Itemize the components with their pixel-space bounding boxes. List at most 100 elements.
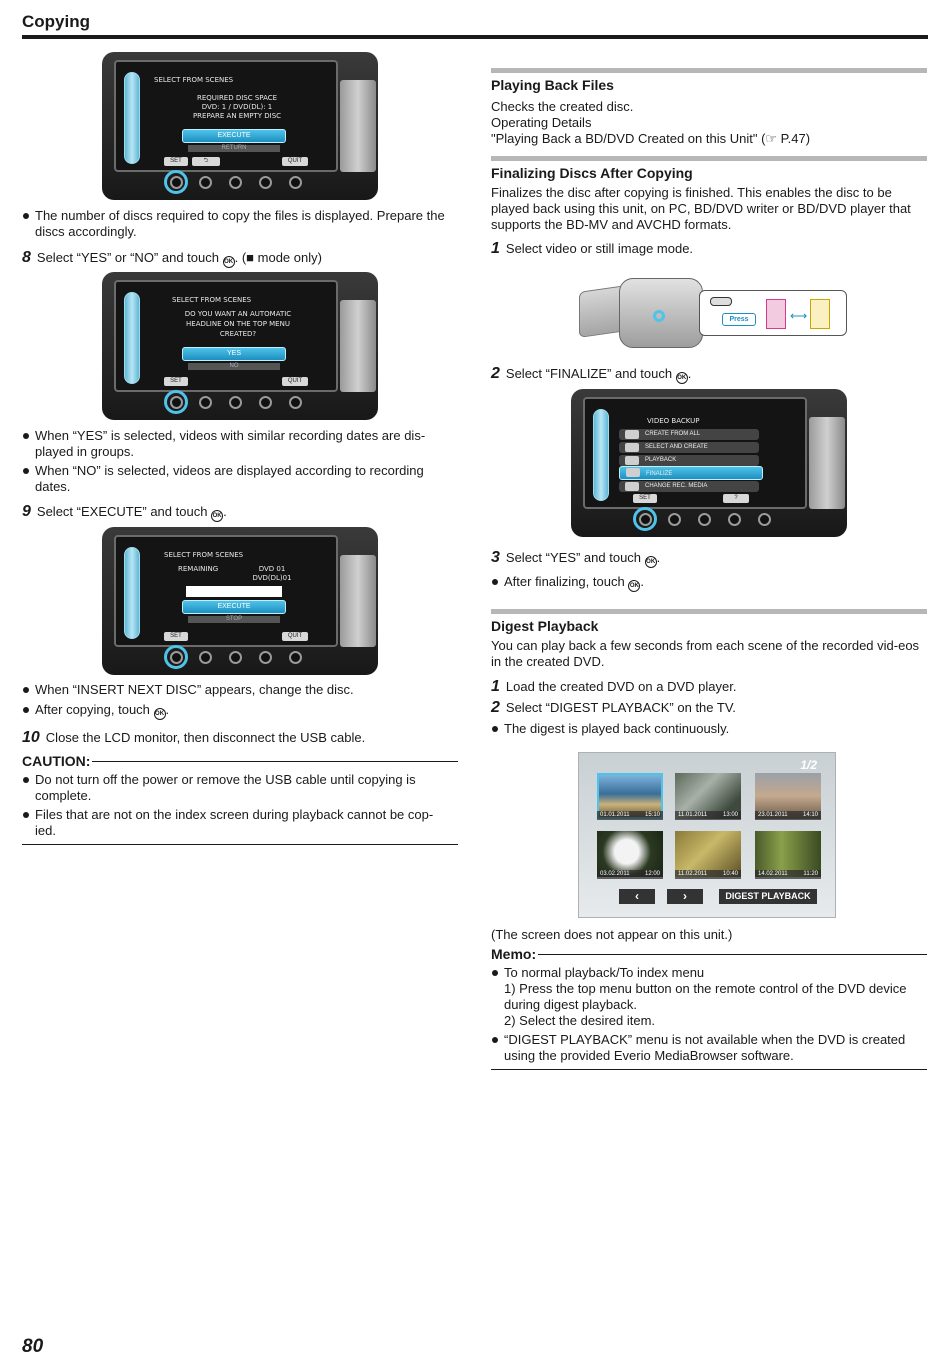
ok-button[interactable] xyxy=(170,176,183,189)
camera-mode-illustration: Press ⟷ xyxy=(571,274,847,356)
scroll-bar xyxy=(124,72,140,164)
section-bar xyxy=(491,609,927,614)
digest-step-2: 2 Select “DIGEST PLAYBACK” on the TV. xyxy=(491,699,736,716)
quit-button[interactable]: QUIT xyxy=(282,632,308,641)
finalize-step-2: 2 Select “FINALIZE” and touch OK. xyxy=(491,365,692,384)
ok-button[interactable] xyxy=(170,396,183,409)
ok-button-highlight xyxy=(164,390,188,414)
touch-button[interactable] xyxy=(668,513,681,526)
finalize-step-1: 1 Select video or still image mode. xyxy=(491,240,694,257)
screen-title: SELECT FROM SCENES xyxy=(164,551,244,559)
bullet-after-finalizing: After finalizing, touch OK. xyxy=(491,574,927,592)
menu-button[interactable] xyxy=(289,651,302,664)
touch-button[interactable] xyxy=(199,396,212,409)
switch-arrow-icon: ⟷ xyxy=(790,309,808,323)
menu-button[interactable] xyxy=(758,513,771,526)
memo-heading: Memo: xyxy=(491,946,927,962)
touch-button[interactable] xyxy=(698,513,711,526)
execute-button[interactable]: EXECUTE xyxy=(182,600,286,614)
ok-button[interactable] xyxy=(639,513,652,526)
stop-button[interactable]: STOP xyxy=(188,616,280,623)
camera-screen-2: SELECT FROM SCENES DO YOU WANT AN AUTOMA… xyxy=(102,272,378,420)
caution-item: Files that are not on the index screen d… xyxy=(22,807,458,839)
disc-icon xyxy=(625,430,639,439)
touch-button[interactable] xyxy=(259,176,272,189)
touch-button[interactable] xyxy=(199,176,212,189)
disc-icon xyxy=(626,468,640,477)
set-button[interactable]: SET xyxy=(164,632,188,641)
ok-icon: OK xyxy=(211,510,224,522)
menu-button[interactable] xyxy=(289,176,302,189)
set-button[interactable]: SET xyxy=(164,377,188,386)
digest-caption: (The screen does not appear on this unit… xyxy=(491,927,733,942)
no-button[interactable]: NO xyxy=(188,363,280,370)
menu-item-change-rec-media[interactable]: CHANGE REC. MEDIA xyxy=(619,481,759,492)
menu-item-select-and-create[interactable]: SELECT AND CREATE xyxy=(619,442,759,453)
ok-icon: OK xyxy=(153,708,166,720)
next-page-button[interactable]: › xyxy=(667,889,703,904)
page-indicator: 1/2 xyxy=(800,758,817,772)
menu-item-create-from-all[interactable]: CREATE FROM ALL xyxy=(619,429,759,440)
previous-page-button[interactable]: ‹ xyxy=(619,889,655,904)
disc-icon xyxy=(625,456,639,465)
thumbnail-4[interactable] xyxy=(597,831,663,877)
touch-button[interactable] xyxy=(229,651,242,664)
touch-button[interactable] xyxy=(259,651,272,664)
menu-item-finalize[interactable]: FINALIZE xyxy=(619,466,763,480)
mode-button-highlight xyxy=(653,310,665,322)
set-button[interactable]: SET xyxy=(164,157,188,166)
bullet-yes: When “YES” is selected, videos with simi… xyxy=(22,428,438,460)
step-8: 8 Select “YES” or “NO” and touch OK. (■ … xyxy=(22,249,322,268)
help-button[interactable]: ? xyxy=(723,494,749,503)
link-playing-back-bd[interactable]: "Playing Back a BD/DVD Created on this U… xyxy=(491,131,811,146)
touch-button[interactable] xyxy=(229,396,242,409)
page-title: Copying xyxy=(22,12,90,31)
digest-playback-button[interactable]: DIGEST PLAYBACK xyxy=(719,889,817,904)
set-button[interactable]: SET xyxy=(633,494,657,503)
touch-button[interactable] xyxy=(259,396,272,409)
ok-button[interactable] xyxy=(170,651,183,664)
page-number: 80 xyxy=(22,1336,44,1357)
yes-button[interactable]: YES xyxy=(182,347,286,361)
camera-screen-finalize: VIDEO BACKUP CREATE FROM ALL SELECT AND … xyxy=(571,389,847,537)
menu-button[interactable] xyxy=(289,396,302,409)
quit-button[interactable]: QUIT xyxy=(282,157,308,166)
ok-button-highlight xyxy=(164,170,188,194)
menu-item-playback[interactable]: PLAYBACK xyxy=(619,455,759,466)
camera-screen-1: SELECT FROM SCENES REQUIRED DISC SPACE D… xyxy=(102,52,378,200)
touch-button[interactable] xyxy=(199,651,212,664)
memo-end-rule xyxy=(491,1069,927,1070)
header-rule xyxy=(22,35,928,39)
step-9: 9 Select “EXECUTE” and touch OK. xyxy=(22,503,227,522)
memo-item: To normal playback/To index menu 1) Pres… xyxy=(491,965,927,1029)
caution-end-rule xyxy=(22,844,458,845)
touch-button[interactable] xyxy=(229,176,242,189)
progress-bar xyxy=(186,586,282,597)
mode-callout: Press ⟷ xyxy=(699,290,847,336)
return-icon[interactable]: ⮌ xyxy=(192,157,220,166)
touch-button[interactable] xyxy=(728,513,741,526)
still-mode-icon xyxy=(810,299,830,329)
section-bar xyxy=(491,156,927,161)
thumbnail-6[interactable] xyxy=(755,831,821,877)
menu-header: VIDEO BACKUP xyxy=(647,417,700,425)
ok-icon: OK xyxy=(222,256,235,268)
bullet-after-copy: After copying, touch OK. xyxy=(22,702,458,720)
ok-icon: OK xyxy=(675,372,688,384)
scroll-bar xyxy=(124,547,140,639)
execute-button[interactable]: EXECUTE xyxy=(182,129,286,143)
thumbnail-5[interactable] xyxy=(675,831,741,877)
ok-icon: OK xyxy=(644,556,657,568)
caution-item: Do not turn off the power or remove the … xyxy=(22,772,458,804)
finalize-step-3: 3 Select “YES” and touch OK. xyxy=(491,549,661,568)
section-title-playing-back: Playing Back Files xyxy=(491,77,614,93)
section-bar xyxy=(491,68,927,73)
screen-title: SELECT FROM SCENES xyxy=(172,296,252,304)
ok-button-highlight xyxy=(633,507,657,531)
digest-step-1: 1 Load the created DVD on a DVD player. xyxy=(491,678,737,695)
quit-button[interactable]: QUIT xyxy=(282,377,308,386)
